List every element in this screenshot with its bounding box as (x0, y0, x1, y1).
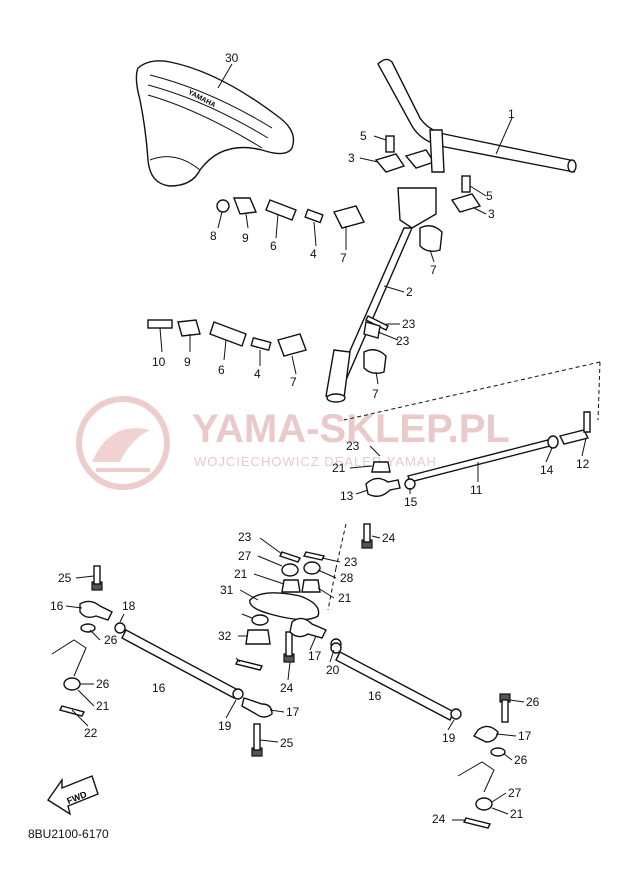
part-pivot-plate (249, 551, 326, 621)
callout-leaders-lower (65, 437, 587, 821)
callout-5-right: 5 (486, 189, 493, 203)
part-steering-column (325, 187, 437, 403)
watermark: YAMA-SKLEP.PL WOJCIECHOWICZ DEALER YAMAH (76, 396, 510, 490)
callout-20-center: 20 (326, 663, 340, 677)
callout-3-right: 3 (488, 207, 495, 221)
watermark-logo-mark (92, 428, 150, 462)
callout-18-center: 17 (308, 649, 322, 663)
callout-27-right: 28 (340, 571, 354, 585)
callout-17-right: 17 (518, 729, 532, 743)
callout-21-left: 21 (96, 699, 110, 713)
callout-23-tierod: 23 (346, 439, 360, 453)
callout-leaders (159, 63, 513, 385)
callout-24-bottom: 25 (280, 736, 294, 750)
diagram-code: 8BU2100-6170 (28, 827, 109, 841)
reference-line-upper (343, 361, 601, 421)
callout-23-right: 24 (432, 812, 446, 826)
part-bolts-24 (251, 523, 373, 757)
callout-21-tierod: 21 (332, 461, 346, 475)
part-handlebar (377, 58, 577, 173)
callout-25-left: 25 (58, 571, 72, 585)
callout-15: 15 (404, 495, 418, 509)
callout-18-left: 17 (286, 705, 300, 719)
part-small-hardware-center (234, 614, 271, 671)
watermark-logo-ring (76, 396, 170, 490)
callout-23-center-left: 23 (238, 530, 252, 544)
part-lower-clamps (277, 205, 443, 375)
callout-28: 30 (225, 51, 239, 65)
callout-19-left: 18 (122, 599, 136, 613)
callout-26-right-lower: 27 (508, 786, 522, 800)
callout-5-left: 5 (360, 129, 367, 143)
part-cotter-and-nut-upper (363, 315, 389, 339)
callout-6-upper: 6 (270, 239, 277, 253)
callout-9-lower: 9 (184, 355, 191, 369)
part-tie-rod-left (51, 565, 273, 718)
callout-30: 32 (218, 629, 232, 643)
callout-20-left: 19 (218, 719, 232, 733)
callout-27-left: 27 (238, 549, 252, 563)
callout-10: 10 (152, 355, 166, 369)
callout-13: 13 (340, 489, 354, 503)
callout-22: 23 (396, 334, 410, 348)
reference-line-mid (335, 523, 347, 569)
callout-labels: 30 1 5 3 5 3 8 9 6 4 7 7 2 23 23 10 9 6 … (50, 51, 590, 826)
callout-11: 11 (470, 483, 483, 497)
callout-3-left: 3 (348, 151, 355, 165)
callout-6-lower: 6 (218, 363, 225, 377)
watermark-title: YAMA-SKLEP.PL (192, 407, 510, 451)
callout-4-upper: 4 (310, 247, 317, 261)
part-tie-rod-center (365, 411, 591, 497)
callout-21-center-right: 21 (338, 591, 352, 605)
callout-14: 14 (540, 463, 554, 477)
part-seat: YAMAHA (135, 60, 295, 187)
callout-29: 31 (220, 583, 234, 597)
callout-12: 12 (576, 457, 590, 471)
fwd-arrow: FWD (47, 775, 99, 816)
callout-16-left: 16 (152, 681, 166, 695)
callout-17-left: 16 (50, 599, 64, 613)
callout-26-left-lower: 26 (96, 677, 110, 691)
part-lower-brackets (147, 319, 272, 352)
callout-25-right: 26 (526, 695, 540, 709)
reference-line-right (597, 361, 601, 421)
callout-7-upper-right: 7 (430, 263, 437, 277)
callout-23-column: 23 (402, 317, 416, 331)
callout-8: 8 (210, 229, 217, 243)
part-handlebar-clamps (374, 129, 482, 213)
part-upper-brackets (216, 197, 324, 224)
callout-7-upper-left: 7 (340, 251, 347, 265)
callout-7-lower-left: 7 (290, 375, 297, 389)
callout-16-right: 16 (368, 689, 382, 703)
callout-19-right: 19 (442, 731, 456, 745)
callout-24-top: 24 (382, 531, 396, 545)
part-tie-rod-right (330, 642, 511, 829)
callout-23-center-right: 23 (344, 555, 358, 569)
callout-7-lower-right: 7 (372, 387, 379, 401)
reference-line-lower (327, 567, 337, 611)
callout-21-right: 21 (510, 807, 524, 821)
callout-26-right-upper: 26 (514, 753, 528, 767)
callout-21-center-left: 21 (234, 567, 248, 581)
watermark-subtitle: WOJCIECHOWICZ DEALER YAMAH (194, 454, 437, 469)
callout-23-left: 22 (84, 726, 98, 740)
callout-4-lower: 4 (254, 367, 261, 381)
callout-24-center: 24 (280, 681, 294, 695)
callout-9-upper: 9 (242, 231, 249, 245)
callout-1: 1 (508, 107, 515, 121)
callout-2: 2 (406, 285, 413, 299)
callout-26-left-upper: 26 (104, 633, 118, 647)
